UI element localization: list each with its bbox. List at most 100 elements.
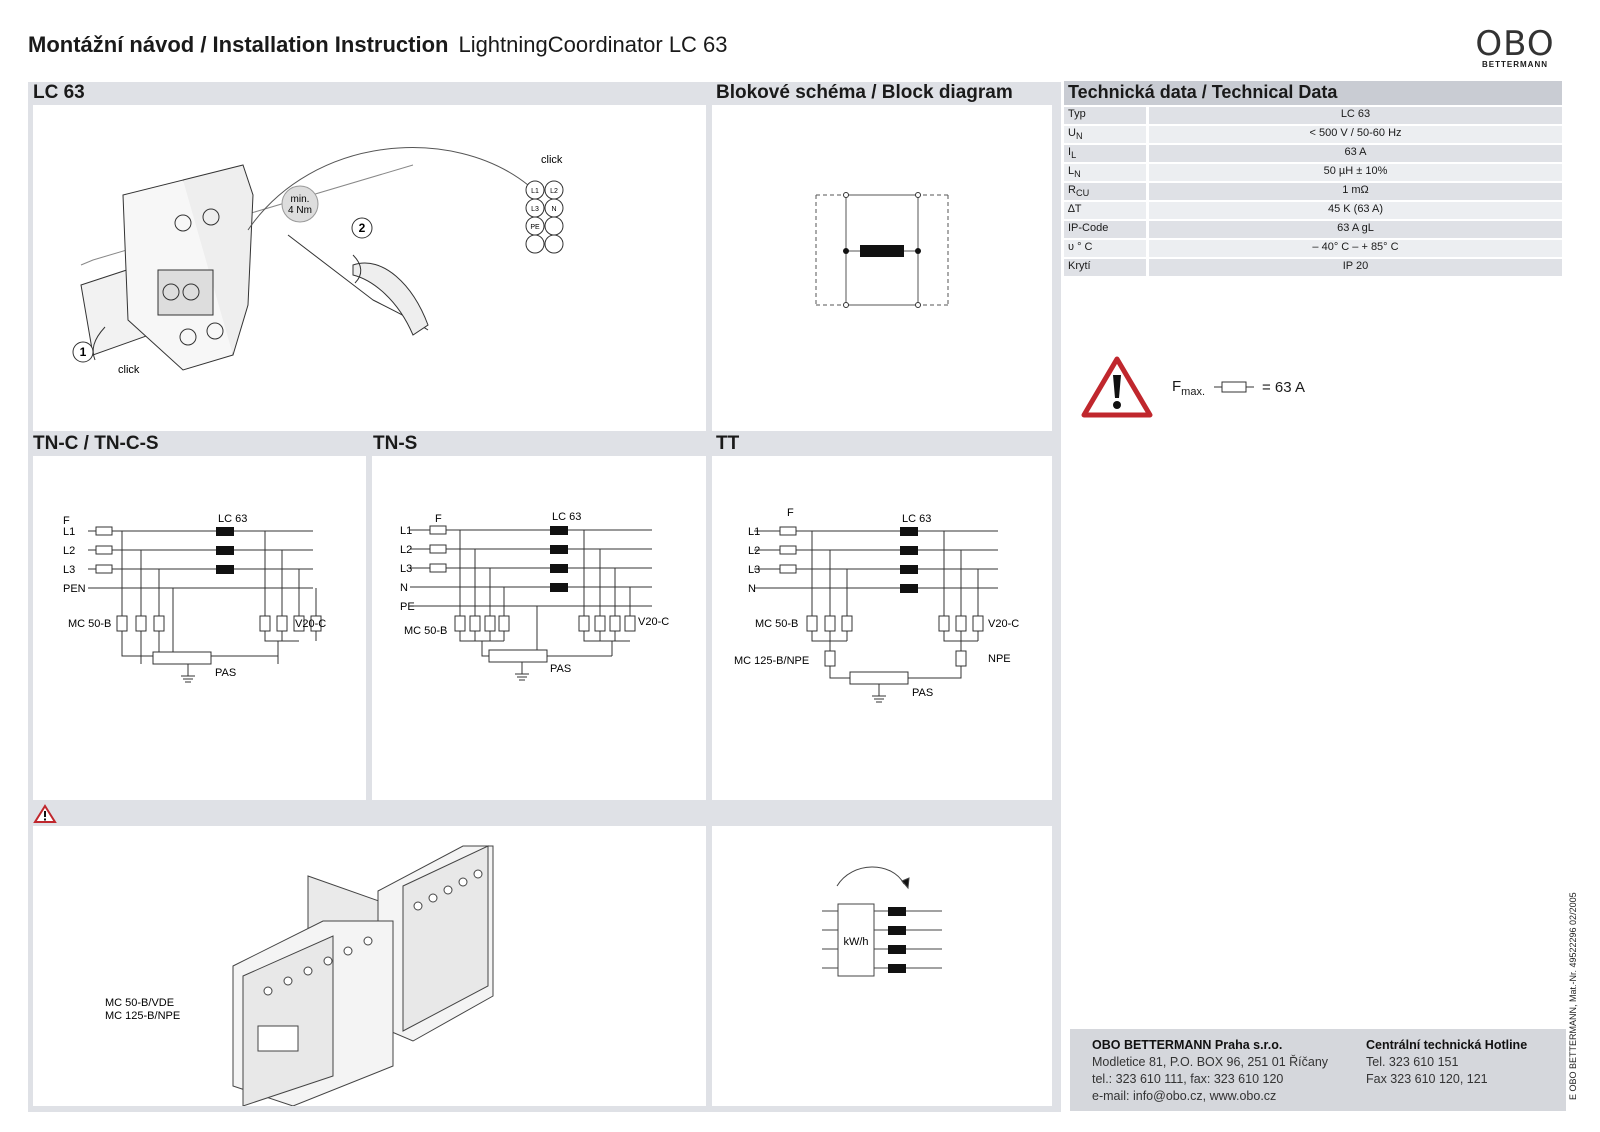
section-tns: TN-S: [373, 433, 418, 454]
tt-npe: NPE: [988, 653, 1011, 665]
tech-key: IL: [1064, 145, 1146, 162]
tt-mc125: MC 125-B/NPE: [734, 655, 809, 667]
diagram-tnc: F LC 63 L1 L2 L3 PEN MC 50-B V20-C PAS: [63, 513, 326, 683]
section-lc63: LC 63: [33, 82, 85, 103]
panel-meter: [712, 826, 1052, 1106]
tt-l3: L3: [748, 564, 760, 576]
tns-mc50: MC 50-B: [404, 625, 447, 637]
tt-v20: V20-C: [988, 618, 1019, 630]
torque-line2: 4 Nm: [288, 205, 312, 216]
panel-tns: [372, 456, 706, 800]
tnc-l1: L1: [63, 526, 75, 538]
fuse-f-sub: max.: [1181, 386, 1206, 398]
tt-lc: LC 63: [902, 513, 931, 525]
tnc-pen: PEN: [63, 583, 86, 595]
tnc-mc50: MC 50-B: [68, 618, 111, 630]
step-2: 2: [359, 221, 366, 235]
step-1: 1: [80, 345, 87, 359]
tech-value: 45 K (63 A): [1149, 202, 1562, 219]
tt-pas: PAS: [912, 687, 933, 699]
section-tt: TT: [716, 433, 740, 454]
tns-n: N: [400, 582, 408, 594]
tech-value: < 500 V / 50-60 Hz: [1149, 126, 1562, 143]
section-tnc: TN-C / TN-C-S: [33, 433, 159, 454]
page-title: Montážní návod / Installation Instructio…: [28, 32, 728, 58]
tnc-l3: L3: [63, 564, 75, 576]
tech-key: IP-Code: [1064, 221, 1146, 238]
tns-f: F: [435, 513, 442, 525]
tt-f: F: [787, 507, 794, 519]
tech-key: Krytí: [1064, 259, 1146, 276]
fuse-f: F: [1172, 378, 1182, 395]
tech-value: – 40° C – + 85° C: [1149, 240, 1562, 257]
diagram-tt: F LC 63 L1 L2 L3 N MC 50-B MC 125-B/NPE …: [734, 507, 1019, 703]
tech-key: ∆T: [1064, 202, 1146, 219]
tech-value: 1 mΩ: [1149, 183, 1562, 200]
title-main: Montážní návod / Installation Instructio…: [28, 32, 449, 57]
assembly-label-mc125: MC 125-B/NPE: [105, 1010, 180, 1022]
tt-mc50: MC 50-B: [755, 618, 798, 630]
tt-l1: L1: [748, 526, 760, 538]
footer-phone: tel.: 323 610 111, fax: 323 610 120: [1092, 1072, 1284, 1086]
tnc-v20: V20-C: [295, 618, 326, 630]
title-product: LightningCoordinator LC 63: [458, 32, 728, 57]
table-row: υ ° C– 40° C – + 85° C: [1064, 240, 1562, 257]
tns-v20: V20-C: [638, 616, 669, 628]
click-bottom: click: [118, 364, 140, 376]
tech-value: 63 A: [1149, 145, 1562, 162]
tech-key: υ ° C: [1064, 240, 1146, 257]
fuse-value: = 63 A: [1262, 379, 1305, 396]
tnc-pas: PAS: [215, 667, 236, 679]
warning-icon: [1081, 356, 1153, 418]
tech-title: Technická data / Technical Data: [1064, 81, 1562, 105]
footer-hotline-tel: Tel. 323 610 151: [1366, 1055, 1459, 1069]
meter-diagram: kW/h: [822, 866, 942, 977]
warning-small-icon: [33, 804, 57, 823]
assembly-label-mc50: MC 50-B/VDE: [105, 997, 174, 1009]
tech-value: LC 63: [1149, 107, 1562, 124]
terminal-n: N: [551, 206, 556, 213]
tns-pas: PAS: [550, 663, 571, 675]
torque-line1: min.: [291, 194, 310, 205]
diagram-tns: F LC 63 L1 L2 L3 N PE MC 50-B V20-C PAS: [400, 511, 669, 681]
kwh-label: kW/h: [843, 936, 868, 948]
tech-key: LN: [1064, 164, 1146, 181]
table-row: UN< 500 V / 50-60 Hz: [1064, 126, 1562, 143]
block-diagram: [815, 192, 949, 308]
tech-key: UN: [1064, 126, 1146, 143]
section-block-diagram: Blokové schéma / Block diagram: [716, 82, 1013, 103]
footer-address: Modletice 81, P.O. BOX 96, 251 01 Říčany: [1092, 1055, 1329, 1069]
side-note: E OBO BETTERMANN, Mat.-Nr. 49522296 02/2…: [1568, 892, 1578, 1100]
logo-subtext: BETTERMANN: [1482, 60, 1548, 69]
tnc-lc: LC 63: [218, 513, 247, 525]
tns-l1: L1: [400, 525, 412, 537]
tns-l3: L3: [400, 563, 412, 575]
terminal-l3: L3: [531, 206, 539, 213]
click-top: click: [541, 154, 563, 166]
terminal-l2: L2: [550, 188, 558, 195]
tnc-l2: L2: [63, 545, 75, 557]
tech-value: 63 A gL: [1149, 221, 1562, 238]
tech-key: Typ: [1064, 107, 1146, 124]
panel-tt: [712, 456, 1052, 800]
tech-value: 50 µH ± 10%: [1149, 164, 1562, 181]
panel-block-diagram: [712, 105, 1052, 431]
tt-l2: L2: [748, 545, 760, 557]
footer-company: OBO BETTERMANN Praha s.r.o.: [1092, 1038, 1283, 1052]
tech-key: RCU: [1064, 183, 1146, 200]
logo-text: OBO: [1475, 24, 1555, 64]
terminal-l1: L1: [531, 188, 539, 195]
tns-pe: PE: [400, 601, 415, 613]
footer-email[interactable]: e-mail: info@obo.cz, www.obo.cz: [1092, 1089, 1277, 1103]
tech-value: IP 20: [1149, 259, 1562, 276]
fuse-rating: Fmax.: [1172, 378, 1205, 398]
terminal-pe: PE: [530, 224, 540, 231]
